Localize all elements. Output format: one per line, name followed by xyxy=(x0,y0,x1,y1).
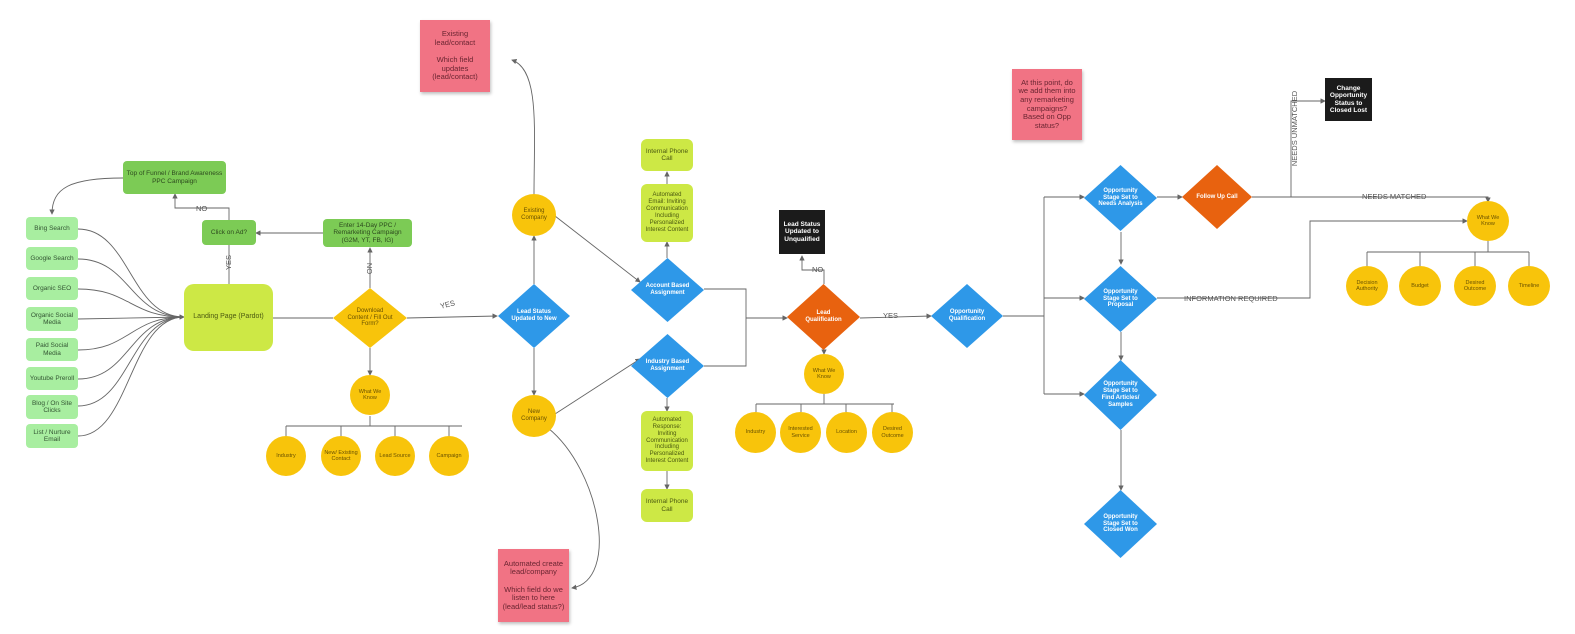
stage-proposal[interactable]: Opportunity Stage Set to Proposal xyxy=(1084,266,1157,332)
opportunity-qualification[interactable]: Opportunity Qualification xyxy=(931,284,1003,348)
know2-location[interactable]: Location xyxy=(826,412,867,453)
edge-source-8 xyxy=(77,316,185,437)
automated-response[interactable]: Automated Response: Inviting Communicati… xyxy=(641,411,693,471)
closed-lost[interactable]: Change Opportunity Status to Closed Lost xyxy=(1325,78,1372,121)
download-form-decision[interactable]: Download Content / Fill Out Form? xyxy=(333,288,407,348)
know1-industry[interactable]: Industry xyxy=(266,436,306,476)
edge-proposal-info xyxy=(1157,218,1468,299)
know1-lead-source[interactable]: Lead Source xyxy=(375,436,415,476)
edge-followup-know3 xyxy=(1291,196,1491,203)
label-no-qual: NO xyxy=(812,265,824,274)
label-yes-click: YES xyxy=(224,254,234,271)
edge-clickad-campaign xyxy=(172,193,230,220)
enter-14-day-campaign[interactable]: Enter 14-Day PPC / Remarketing Campaign … xyxy=(323,219,412,247)
edge-followup-lost xyxy=(1252,98,1326,198)
edge-know3-tree xyxy=(1366,241,1530,266)
what-we-know-2[interactable]: What We Know xyxy=(804,354,844,394)
top-funnel-campaign[interactable]: Top of Funnel / Brand Awareness PPC Camp… xyxy=(123,161,226,194)
follow-up-call[interactable]: Follow Up Call xyxy=(1182,165,1252,229)
account-based-assignment[interactable]: Account Based Assignment xyxy=(631,258,704,322)
edge-source-4 xyxy=(77,316,185,320)
stage-closed-won[interactable]: Opportunity Stage Set to Closed Won xyxy=(1084,490,1157,558)
what-we-know-3[interactable]: What We Know xyxy=(1467,201,1509,241)
source-organic-social[interactable]: Organic Social Media xyxy=(26,307,78,331)
edge-source-2 xyxy=(77,258,185,318)
lead-status-unqualified[interactable]: Lead Status Updated to Unqualified xyxy=(779,210,825,254)
sticky-remarketing[interactable]: At this point, do we add them into any r… xyxy=(1012,69,1082,140)
source-organic-seo[interactable]: Organic SEO xyxy=(26,277,78,300)
sticky-automated-create[interactable]: Automated create lead/company Which fiel… xyxy=(498,549,569,622)
know3-desired-outcome[interactable]: Desired Outcome xyxy=(1454,266,1496,306)
edge-know1-tree xyxy=(285,416,462,436)
source-list-email[interactable]: List / Nurture Email xyxy=(26,424,78,448)
edge-source-5 xyxy=(77,316,185,351)
industry-based-assignment[interactable]: Industry Based Assignment xyxy=(631,334,704,398)
know1-campaign[interactable]: Campaign xyxy=(429,436,469,476)
bottom-internal-phone-call[interactable]: Internal Phone Call xyxy=(641,489,693,522)
label-yes-qual: YES xyxy=(883,311,899,320)
what-we-know-1[interactable]: What We Know xyxy=(350,375,390,415)
edge-campaign-sources xyxy=(49,177,124,215)
edge-account-merge xyxy=(704,288,747,318)
know2-industry[interactable]: Industry xyxy=(735,412,776,453)
know3-decision-authority[interactable]: Decision Authority xyxy=(1346,266,1388,306)
source-blog-clicks[interactable]: Blog / On Site Clicks xyxy=(26,395,78,419)
top-internal-phone-call[interactable]: Internal Phone Call xyxy=(641,139,693,171)
edge-new-industry xyxy=(554,358,641,415)
know2-desired-outcome[interactable]: Desired Outcome xyxy=(872,412,913,453)
edge-new-sticky xyxy=(547,427,600,590)
stage-needs-analysis[interactable]: Opportunity Stage Set to Needs Analysis xyxy=(1084,165,1157,231)
edge-download-leadstatus xyxy=(406,313,498,319)
edge-qual-oppqual xyxy=(859,313,932,319)
know2-interested-service[interactable]: Interested Service xyxy=(780,412,821,453)
edge-know2-tree xyxy=(755,394,894,412)
source-bing-search[interactable]: Bing Search xyxy=(26,217,78,240)
edge-qual-unqualified xyxy=(799,255,825,284)
sticky-existing-contact[interactable]: Existing lead/contact Which field update… xyxy=(420,20,490,92)
label-on: ON xyxy=(365,262,375,275)
label-no-click: NO xyxy=(196,204,208,213)
edge-source-7 xyxy=(77,316,185,407)
edge-source-3 xyxy=(77,288,185,318)
landing-page[interactable]: Landing Page (Pardot) xyxy=(184,284,273,351)
new-company[interactable]: New Company xyxy=(512,395,556,437)
edge-oppqual-fan xyxy=(1003,197,1045,394)
edge-source-6 xyxy=(77,316,185,380)
know3-timeline[interactable]: Timeline xyxy=(1508,266,1550,306)
know3-budget[interactable]: Budget xyxy=(1399,266,1441,306)
source-youtube-preroll[interactable]: Youtube Preroll xyxy=(26,367,78,390)
lead-status-new[interactable]: Lead Status Updated to New xyxy=(498,284,570,348)
edge-existing-sticky xyxy=(511,58,535,197)
label-needs-matched: NEEDS MATCHED xyxy=(1362,192,1427,201)
know1-contact[interactable]: New/ Existing Contact xyxy=(321,436,361,476)
automated-email[interactable]: Automated Email: Inviting Communication … xyxy=(641,184,693,242)
label-info-required: INFORMATION REQUIRED xyxy=(1184,294,1278,303)
click-on-ad[interactable]: Click on Ad? xyxy=(202,220,256,245)
existing-company[interactable]: Existing Company xyxy=(512,194,556,236)
edge-source-1 xyxy=(77,228,185,320)
edge-existing-account xyxy=(554,215,641,283)
source-paid-social[interactable]: Paid Social Media xyxy=(26,338,78,361)
stage-find-samples[interactable]: Opportunity Stage Set to Find Articles/ … xyxy=(1084,360,1157,430)
lead-qualification[interactable]: Lead Qualification xyxy=(787,284,860,350)
label-needs-unmatched: NEEDS UNMATCHED xyxy=(1290,90,1300,167)
source-google-search[interactable]: Google Search xyxy=(26,247,78,270)
edge-industry-merge xyxy=(704,318,747,367)
